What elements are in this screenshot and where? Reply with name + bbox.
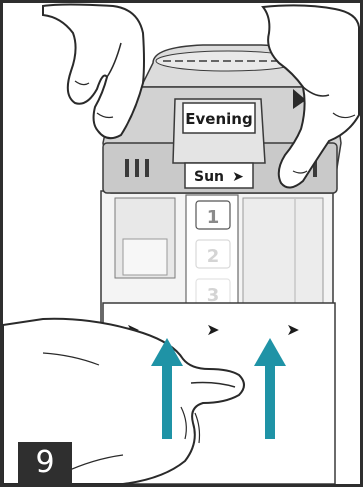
right-hand-illustration xyxy=(261,4,360,189)
step-number-badge: 9 xyxy=(18,442,72,484)
compartment-number-2: 2 xyxy=(207,246,220,267)
day-window: Sun ➤ xyxy=(184,162,254,189)
day-arrow-icon: ➤ xyxy=(232,169,244,185)
compartment-number-1: 1 xyxy=(207,207,220,228)
card-arrow-icon-3: ➤ xyxy=(286,320,299,339)
rotation-notch-icon xyxy=(293,89,306,109)
day-label: Sun xyxy=(194,169,224,185)
pill-dispenser-illustration: 1 2 3 xyxy=(3,3,360,484)
time-of-day-window: Evening xyxy=(182,102,256,134)
push-up-arrow-left-icon xyxy=(151,338,183,439)
time-of-day-label: Evening xyxy=(185,110,252,128)
compartment-1: 1 xyxy=(195,200,231,230)
compartment-number-3: 3 xyxy=(207,285,220,306)
compartment-2: 2 xyxy=(195,239,231,269)
push-up-arrow-right-icon xyxy=(254,338,286,439)
card-arrow-icon-2: ➤ xyxy=(206,320,219,339)
left-hand-illustration xyxy=(42,3,145,140)
